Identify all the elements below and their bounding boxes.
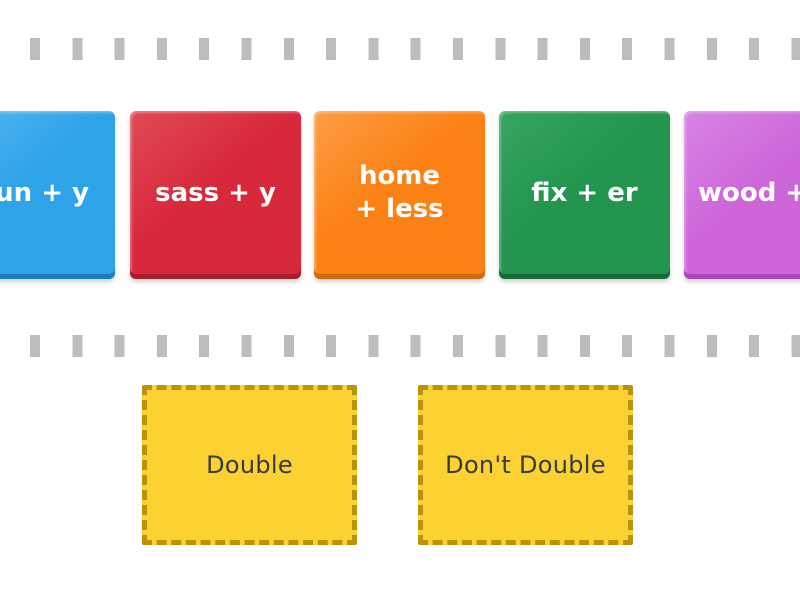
word-card-wood[interactable]: wood + (684, 111, 800, 279)
group-label: Double (206, 451, 293, 479)
card-label: sass + y (155, 177, 276, 208)
card-label: fix + er (531, 177, 638, 208)
card-label: un + y (0, 177, 89, 208)
drop-zone-dont-double[interactable]: Don't Double (418, 385, 633, 545)
word-card-un-y[interactable]: un + y (0, 111, 115, 279)
word-card-home-less[interactable]: home + less (314, 111, 485, 279)
word-card-fix-er[interactable]: fix + er (499, 111, 670, 279)
group-label: Don't Double (445, 451, 606, 479)
drop-zone-double[interactable]: Double (142, 385, 357, 545)
empty-slot-track-bottom (30, 335, 800, 357)
word-card-sass-y[interactable]: sass + y (130, 111, 301, 279)
empty-slot-track-top (30, 38, 800, 60)
card-label: wood + (698, 177, 800, 208)
card-label: home + less (355, 161, 444, 224)
